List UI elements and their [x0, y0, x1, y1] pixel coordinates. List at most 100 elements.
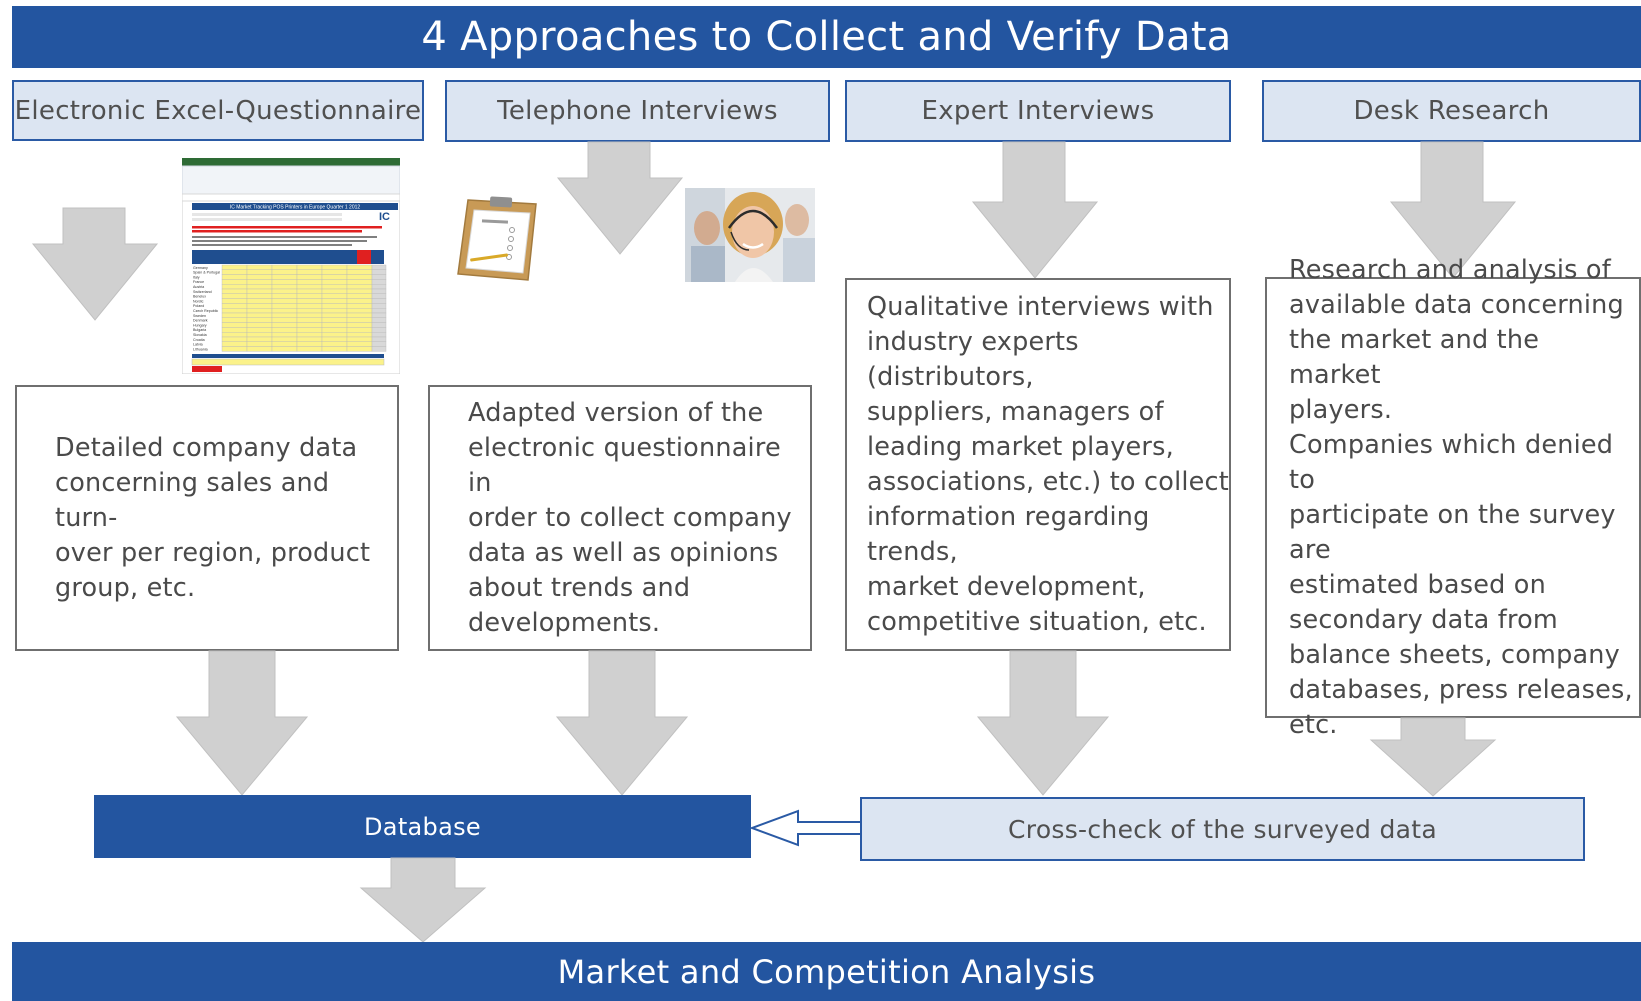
spreadsheet-cell: [246, 264, 273, 271]
spreadsheet-cell: [321, 303, 348, 309]
spreadsheet-cell: [346, 288, 373, 295]
spreadsheet-total-cell: [371, 298, 387, 304]
spreadsheet-cell: [221, 283, 248, 290]
spreadsheet-row-label: Slovakia: [193, 333, 207, 337]
spreadsheet-cell: [296, 336, 323, 343]
spreadsheet-cell: [296, 331, 323, 338]
spreadsheet-cell: [271, 317, 298, 323]
spreadsheet-row-label: Denmark: [193, 319, 208, 323]
spreadsheet-cell: [246, 274, 273, 280]
spreadsheet-row-label: Benelux: [193, 295, 206, 299]
spreadsheet-total-cell: [371, 317, 387, 323]
spreadsheet-cell: [296, 346, 323, 352]
spreadsheet-cell: [321, 322, 348, 328]
spreadsheet-cell: [346, 312, 373, 319]
approach-expert-interviews: Expert Interviews: [845, 80, 1231, 142]
result-label: Market and Competition Analysis: [557, 952, 1096, 991]
spreadsheet-cell: [321, 312, 348, 319]
spreadsheet-cell: [346, 327, 373, 333]
spreadsheet-cell: [321, 264, 348, 271]
spreadsheet-cell: [221, 317, 248, 323]
title-banner: 4 Approaches to Collect and Verify Data: [12, 6, 1641, 68]
spreadsheet-cell: [221, 341, 248, 347]
telephone-description: Adapted version of the electronic questi…: [468, 397, 792, 638]
spreadsheet-cell: [346, 336, 373, 343]
spreadsheet-cell: [246, 307, 273, 314]
spreadsheet-cell: [221, 288, 248, 295]
spreadsheet-cell: [271, 283, 298, 290]
spreadsheet-cell: [221, 279, 248, 285]
spreadsheet-cell: [321, 307, 348, 314]
spreadsheet-cell: [296, 279, 323, 285]
spreadsheet-row-label: Croatia: [193, 338, 205, 342]
spreadsheet-cell: [296, 288, 323, 295]
spreadsheet-cell: [246, 317, 273, 323]
spreadsheet-cell: [296, 312, 323, 319]
down-arrow-icon: [555, 650, 689, 796]
spreadsheet-total-cell: [371, 346, 387, 352]
spreadsheet-cell: [296, 327, 323, 333]
spreadsheet-cell: [346, 341, 373, 347]
spreadsheet-row-label: Nordic: [193, 299, 204, 303]
spreadsheet-cell: [221, 293, 248, 299]
spreadsheet-cell: [321, 283, 348, 290]
spreadsheet-total-cell: [371, 331, 387, 338]
spreadsheet-cell: [271, 298, 298, 304]
spreadsheet-cell: [271, 288, 298, 295]
spreadsheet-cell: [271, 293, 298, 299]
spreadsheet-cell: [246, 327, 273, 333]
down-arrow-icon: [971, 141, 1099, 279]
spreadsheet-total-cell: [371, 322, 387, 328]
spreadsheet-cell: [271, 346, 298, 352]
spreadsheet-cell: [346, 279, 373, 285]
spreadsheet-cell: [296, 269, 323, 275]
spreadsheet-row-label: Spain & Portugal: [193, 271, 220, 275]
spreadsheet-cell: [296, 322, 323, 328]
spreadsheet-cell: [321, 298, 348, 304]
down-arrow-icon: [976, 650, 1110, 796]
down-arrow-icon: [359, 857, 487, 943]
spreadsheet-total-cell: [371, 327, 387, 333]
spreadsheet-cell: [346, 274, 373, 280]
spreadsheet-cell: [221, 269, 248, 275]
spreadsheet-total-cell: [371, 279, 387, 285]
spreadsheet-cell: [246, 288, 273, 295]
spreadsheet-cell: [246, 298, 273, 304]
spreadsheet-cell: [221, 307, 248, 314]
down-arrow-icon: [175, 650, 309, 796]
spreadsheet-cell: [296, 341, 323, 347]
spreadsheet-row-label: Germany: [193, 266, 208, 270]
spreadsheet-cell: [271, 269, 298, 275]
spreadsheet-cell: [246, 279, 273, 285]
approach-desk-research: Desk Research: [1262, 80, 1641, 142]
spreadsheet-cell: [321, 341, 348, 347]
spreadsheet-cell: [246, 269, 273, 275]
telephone-description-box: Adapted version of the electronic questi…: [428, 385, 812, 651]
page-title: 4 Approaches to Collect and Verify Data: [421, 14, 1232, 60]
spreadsheet-cell: [246, 346, 273, 352]
spreadsheet-cell: [271, 312, 298, 319]
spreadsheet-cell: [296, 293, 323, 299]
spreadsheet-cell: [321, 279, 348, 285]
excel-questionnaire-thumbnail: IC Market Tracking POS Printers in Europ…: [182, 158, 400, 374]
spreadsheet-cell: [346, 307, 373, 314]
expert-description: Qualitative interviews with industry exp…: [867, 291, 1229, 637]
spreadsheet-total-cell: [371, 274, 387, 280]
spreadsheet-cell: [346, 322, 373, 328]
spreadsheet-cell: [346, 346, 373, 352]
spreadsheet-total-cell: [371, 312, 387, 319]
approach-label: Expert Interviews: [921, 96, 1155, 126]
spreadsheet-row-label: Hungary: [193, 323, 207, 327]
spreadsheet-total-cell: [371, 269, 387, 275]
crosscheck-box: Cross-check of the surveyed data: [860, 797, 1585, 861]
spreadsheet-cell: [221, 322, 248, 328]
down-arrow-icon: [1389, 141, 1517, 279]
spreadsheet-cell: [321, 336, 348, 343]
spreadsheet-cell: [246, 341, 273, 347]
spreadsheet-cell: [271, 331, 298, 338]
spreadsheet-title: IC Market Tracking POS Printers in Europ…: [230, 205, 361, 211]
spreadsheet-total-cell: [371, 307, 387, 314]
approach-telephone-interviews: Telephone Interviews: [445, 80, 830, 142]
approach-label: Desk Research: [1353, 96, 1550, 126]
spreadsheet-cell: [296, 264, 323, 271]
